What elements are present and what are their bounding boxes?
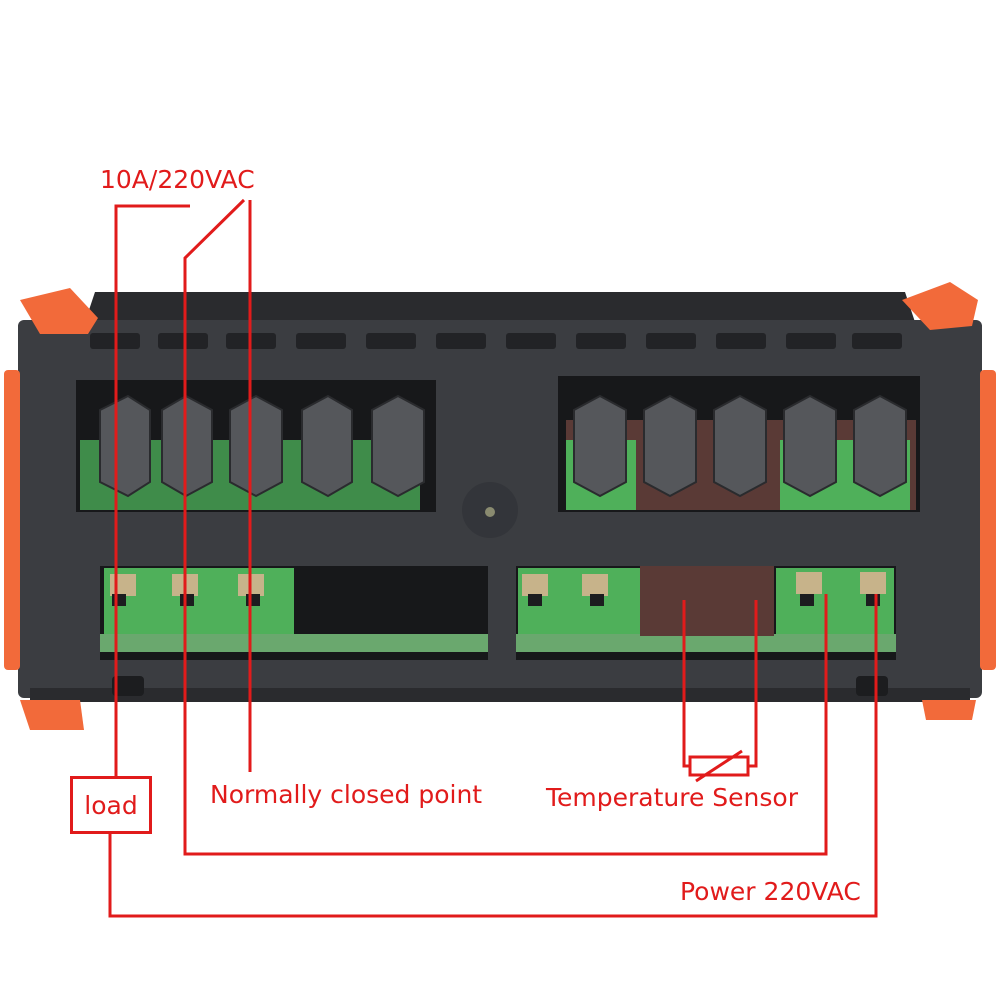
mounting-clips [4,282,996,730]
load-box: load [70,776,152,834]
load-return-wire [108,594,878,918]
relay-common-wire [114,204,190,776]
normally-closed-label: Normally closed point [210,780,483,809]
temperature-sensor-label: Temperature Sensor [546,783,799,812]
load-label: load [84,790,138,820]
power-label: Power 220VAC [680,877,861,906]
sensor-lead-left [682,600,690,768]
button-row-left [99,394,425,498]
vent-row [90,333,902,349]
wiring-overlay [108,198,878,918]
sensor-lead-right [748,600,758,768]
controller-body [4,282,996,730]
terminal-block-left [104,568,294,634]
relay-no-wire [183,198,828,856]
button-row-right [573,394,907,498]
relay-rating-label: 10A/220VAC [100,165,255,194]
resistor-thermistor-icon [688,749,750,783]
